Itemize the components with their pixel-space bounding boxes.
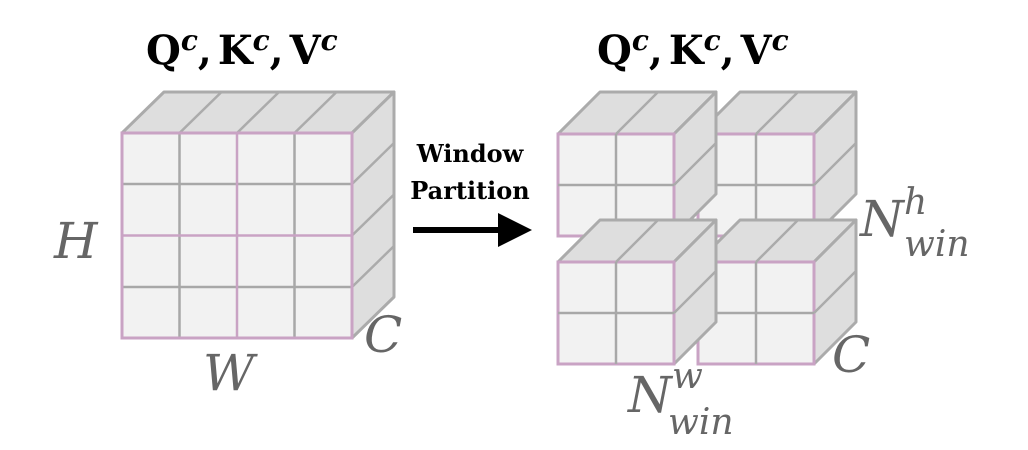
left-title-k-sup: c (253, 24, 270, 57)
window-cube-bottom-left (556, 218, 718, 366)
label-n-win-h-sub: win (904, 224, 970, 265)
window-cube-bottom-right (696, 218, 858, 366)
left-feature-cube (120, 90, 396, 340)
window-top-right-3d-grid (755, 91, 857, 186)
label-c-left: C (364, 306, 402, 364)
right-title-v-sup: c (772, 24, 789, 57)
label-n-win-h: N (859, 190, 906, 248)
label-c-right: C (832, 326, 870, 384)
left-title-q-sup: c (181, 24, 198, 57)
right-title: Qc,Kc,Vc (597, 24, 789, 74)
label-n-win-h-base: N (859, 190, 906, 248)
window-cube-top-left (556, 90, 718, 238)
label-n-win-w-base: N (627, 366, 674, 424)
right-title-k-sup: c (704, 24, 721, 57)
partition-arrow (413, 213, 532, 247)
arrow-head (498, 213, 532, 247)
window-bottom-left-front-grid (558, 262, 674, 364)
right-title-q-sup: c (632, 24, 649, 57)
arrow-label-window: Window (416, 139, 525, 168)
left-title-k: K (218, 27, 254, 74)
label-n-win-w-sup: w (672, 356, 703, 397)
right-title-q: Q (597, 27, 632, 74)
left-title: Qc,Kc,Vc (146, 24, 338, 74)
label-n-win-w-sub: win (668, 402, 734, 443)
left-cube-side-grid (351, 142, 395, 288)
left-cube-window-split (122, 133, 352, 338)
window-top-left-3d-grid (615, 91, 717, 186)
right-title-k: K (669, 27, 705, 74)
window-bottom-left-3d-grid (615, 219, 717, 314)
label-w: W (203, 344, 258, 402)
left-title-v: V (289, 27, 322, 74)
label-h: H (53, 212, 99, 270)
left-title-v-sup: c (321, 24, 338, 57)
arrow-label-partition: Partition (410, 176, 529, 205)
label-n-win-h-sup: h (904, 182, 927, 223)
window-cube-top-right (696, 90, 858, 238)
window-bottom-right-3d-grid (755, 219, 857, 314)
left-title-q: Q (146, 27, 181, 74)
label-n-win-w: N (627, 366, 674, 424)
left-cube-top-grid (178, 91, 338, 134)
right-title-v: V (740, 27, 773, 74)
